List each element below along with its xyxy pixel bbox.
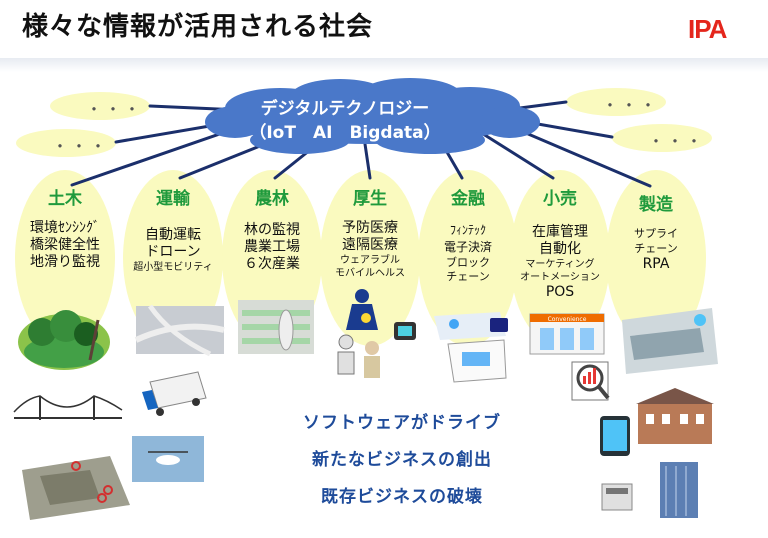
slogan-2: 新たなビジネスの創出 xyxy=(312,450,492,470)
store-sign: Convenience xyxy=(548,316,587,323)
ellipsis-4: ・・・ xyxy=(648,132,706,151)
drone-illustration xyxy=(132,436,204,482)
category-health: 厚生 xyxy=(353,189,387,209)
item-text: 遠隔医療 xyxy=(342,237,398,253)
payment-device-illustration xyxy=(434,312,508,383)
item-text: 林の監視 xyxy=(244,222,300,238)
item-text: ウェアラブル xyxy=(340,255,400,266)
cloud-subtitle: （IoT AI Bigdata） xyxy=(249,123,441,143)
cloud-title: デジタルテクノロジー xyxy=(260,99,430,119)
item-text: RPA xyxy=(642,256,670,272)
office-illustration xyxy=(601,462,698,518)
ellipse-civil xyxy=(15,170,115,346)
truck-illustration xyxy=(142,371,207,416)
item-text: 予防医療 xyxy=(342,220,398,236)
item-text: 在庫管理 xyxy=(532,224,588,240)
category-mfg: 製造 xyxy=(639,195,673,215)
bridge-illustration xyxy=(13,395,123,420)
items-mfg: サプライ チェーン RPA xyxy=(611,226,701,273)
slogan-3: 既存ビジネスの破壊 xyxy=(321,487,483,507)
ellipsis-2: ・・・ xyxy=(52,137,110,156)
item-text: 電子決済 xyxy=(443,240,492,254)
category-ellipses xyxy=(15,88,712,346)
item-text: 自動化 xyxy=(539,241,581,257)
ellipse-extra-1 xyxy=(50,92,150,120)
forest-illustration xyxy=(18,310,110,370)
greenhouse-illustration xyxy=(238,300,314,354)
item-text: チェーン xyxy=(634,242,678,255)
ellipsis-1: ・・・ xyxy=(86,100,144,119)
factory-illustration xyxy=(622,308,718,374)
ellipse-retail xyxy=(510,170,610,346)
page-title: 様々な情報が活用される社会 xyxy=(22,12,374,42)
robot-elder-illustration xyxy=(337,334,380,378)
item-text: ドローン xyxy=(145,244,201,260)
tablet-illustration xyxy=(600,416,630,456)
convenience-store-illustration: Convenience xyxy=(529,313,605,355)
ellipse-extra-4 xyxy=(612,124,712,152)
item-text: 地滑り監視 xyxy=(30,254,100,270)
item-text: オートメーション xyxy=(520,272,600,283)
slogan-1: ソフトウェアがドライブ xyxy=(303,413,501,433)
highway-illustration xyxy=(134,304,225,357)
magnifier-chart-illustration xyxy=(571,361,610,401)
item-text: ６次産業 xyxy=(244,256,300,272)
items-agri: 林の監視 農業工場 ６次産業 xyxy=(227,222,317,273)
item-text: チェーン xyxy=(446,270,490,283)
item-text: POS xyxy=(545,284,575,300)
ellipse-health xyxy=(320,170,420,346)
category-finance: 金融 xyxy=(451,189,485,209)
tech-cloud xyxy=(205,78,540,154)
item-text: 超小型モビリティ xyxy=(133,262,213,273)
ellipse-mfg xyxy=(606,170,706,346)
item-text: ﾌｨﾝﾃｯｸ xyxy=(449,223,486,237)
header-divider xyxy=(0,58,768,72)
ellipse-finance xyxy=(418,170,518,346)
items-civil: 環境ｾﾝｼﾝｸﾞ 橋梁健全性 地滑り監視 xyxy=(20,220,110,271)
ellipse-extra-3 xyxy=(566,88,666,116)
category-retail: 小売 xyxy=(543,189,577,209)
items-health: 予防医療 遠隔医療 ウェアラブル モバイルヘルス xyxy=(325,220,415,280)
historic-building-illustration xyxy=(636,388,714,444)
items-finance: ﾌｨﾝﾃｯｸ 電子決済 ブロック チェーン xyxy=(423,222,513,284)
category-transport: 運輸 xyxy=(156,189,190,209)
item-text: モバイルヘルス xyxy=(335,268,405,279)
item-text: 農業工場 xyxy=(244,239,300,255)
ellipse-extra-2 xyxy=(16,129,116,157)
category-civil: 土木 xyxy=(48,189,82,209)
items-transport: 自動運転 ドローン 超小型モビリティ xyxy=(123,227,223,274)
ellipse-transport xyxy=(123,170,223,346)
item-text: ブロック xyxy=(446,256,490,269)
wearable-illustration xyxy=(346,289,416,340)
category-agri: 農林 xyxy=(255,189,289,209)
title-bar: 様々な情報が活用される社会 IPA xyxy=(0,0,768,58)
item-text: 自動運転 xyxy=(145,227,201,243)
item-text: 環境ｾﾝｼﾝｸﾞ xyxy=(30,220,100,236)
items-retail: 在庫管理 自動化 マーケティング オートメーション POS xyxy=(510,224,610,301)
item-text: サプライ xyxy=(634,227,678,240)
ipa-logo: IPA xyxy=(688,14,727,44)
aerial-map-illustration xyxy=(22,456,130,520)
item-text: 橋梁健全性 xyxy=(30,237,100,253)
item-text: マーケティング xyxy=(525,259,595,270)
ellipsis-3: ・・・ xyxy=(602,96,660,115)
